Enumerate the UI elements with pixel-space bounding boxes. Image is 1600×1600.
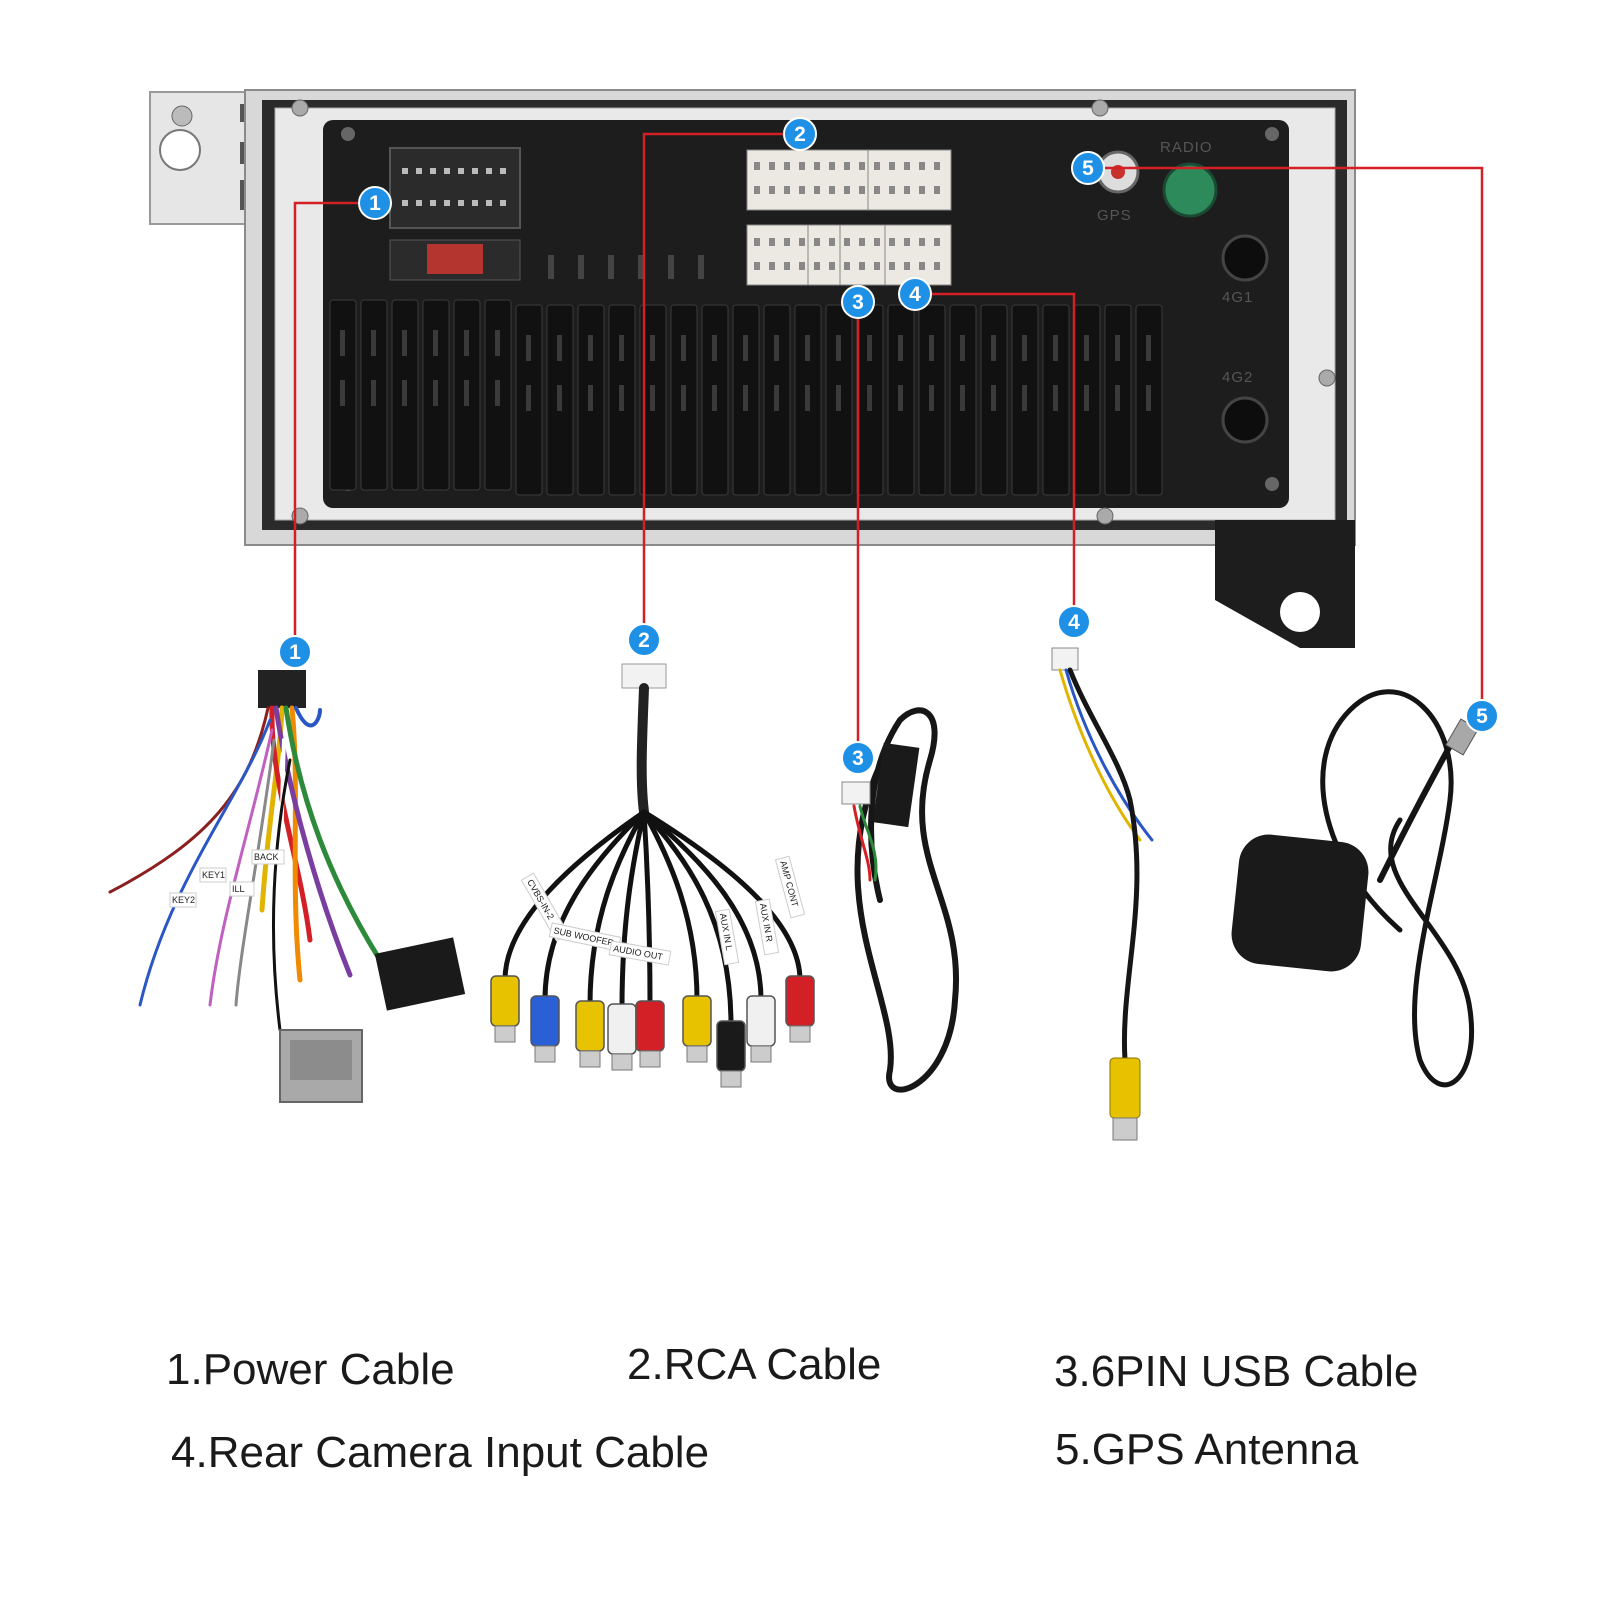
bracket-hole [159, 129, 201, 171]
badge-4: 4 [1057, 605, 1091, 639]
svg-text:4: 4 [1068, 611, 1080, 634]
svg-text:BACK: BACK [254, 852, 279, 862]
badge-2: 2 [627, 623, 661, 657]
svg-text:4G2: 4G2 [1222, 369, 1253, 386]
leader-line-2 [642, 132, 800, 640]
svg-text:2: 2 [638, 629, 650, 652]
badge-1: 1 [278, 635, 312, 669]
rca-plug [785, 975, 815, 1027]
gps-module [1231, 834, 1369, 972]
rca-cable: CVBS-IN-2 SUB WOOFER AUDIO OUT AUX IN L … [490, 663, 815, 1088]
caption-rca-cable: 2.RCA Cable [627, 1340, 882, 1389]
svg-text:4: 4 [909, 283, 921, 306]
rca-plug [530, 995, 560, 1047]
svg-text:KEY1: KEY1 [202, 870, 225, 880]
port-4g-2 [1221, 396, 1269, 444]
badge-5: 5 [1071, 151, 1105, 185]
svg-text:KEY2: KEY2 [172, 895, 195, 905]
caption-gps-antenna: 5.GPS Antenna [1055, 1425, 1359, 1474]
svg-text:ILL: ILL [232, 884, 245, 894]
usb-camera-socket [746, 224, 952, 286]
power-socket [389, 147, 521, 281]
svg-text:1: 1 [289, 641, 301, 664]
caption-camera-cable: 4.Rear Camera Input Cable [171, 1428, 710, 1477]
badges: 1 2 3 4 5 1 2 3 4 5 [278, 117, 1499, 775]
leader-line-4 [915, 292, 1076, 622]
leader-line-5 [1088, 166, 1484, 716]
rca-plug [490, 975, 520, 1027]
badge-3: 3 [841, 285, 875, 319]
leader-line-1 [293, 201, 375, 652]
svg-text:3: 3 [852, 747, 864, 770]
caption-power-cable: 1.Power Cable [166, 1345, 455, 1394]
camera-cable [1051, 647, 1154, 1141]
usb-6pin-plug [841, 781, 871, 805]
port-4g-1 [1221, 234, 1269, 282]
badge-3: 3 [841, 741, 875, 775]
mounting-tab [1215, 520, 1355, 648]
rca-plug [716, 1020, 746, 1072]
svg-text:4G1: 4G1 [1222, 289, 1253, 306]
leader-lines [293, 132, 1484, 758]
usb-cable [841, 707, 960, 1093]
rca-plug [746, 995, 776, 1047]
power-cable: KEY2 KEY1 ILL BACK [108, 670, 466, 1103]
svg-text:2: 2 [794, 123, 806, 146]
rca-plug [607, 1003, 637, 1055]
svg-text:3: 3 [852, 291, 864, 314]
radio-label: RADIO [1160, 139, 1213, 156]
bracket-screw [171, 105, 193, 127]
heatsink [329, 255, 1163, 496]
svg-text:5: 5 [1476, 705, 1488, 728]
svg-text:1: 1 [369, 192, 381, 215]
badge-5: 5 [1465, 699, 1499, 733]
gps-label: GPS [1097, 207, 1132, 224]
rca-plug [575, 1000, 605, 1052]
svg-text:SUB WOOFER: SUB WOOFER [553, 925, 616, 948]
camera-rca-plug [1109, 1057, 1141, 1119]
gps-antenna [1231, 689, 1479, 1088]
svg-text:5: 5 [1082, 157, 1094, 180]
badge-1: 1 [358, 186, 392, 220]
rca-plug [682, 995, 712, 1047]
rca-socket [746, 149, 952, 211]
radio-port [1162, 162, 1218, 218]
rca-plug [635, 1000, 665, 1052]
badge-2: 2 [783, 117, 817, 151]
head-unit-rear: RADIO GPS 4G1 4G2 [149, 89, 1356, 648]
usb-connector [872, 742, 920, 828]
badge-4: 4 [898, 277, 932, 311]
caption-usb-cable: 3.6PIN USB Cable [1054, 1347, 1419, 1396]
